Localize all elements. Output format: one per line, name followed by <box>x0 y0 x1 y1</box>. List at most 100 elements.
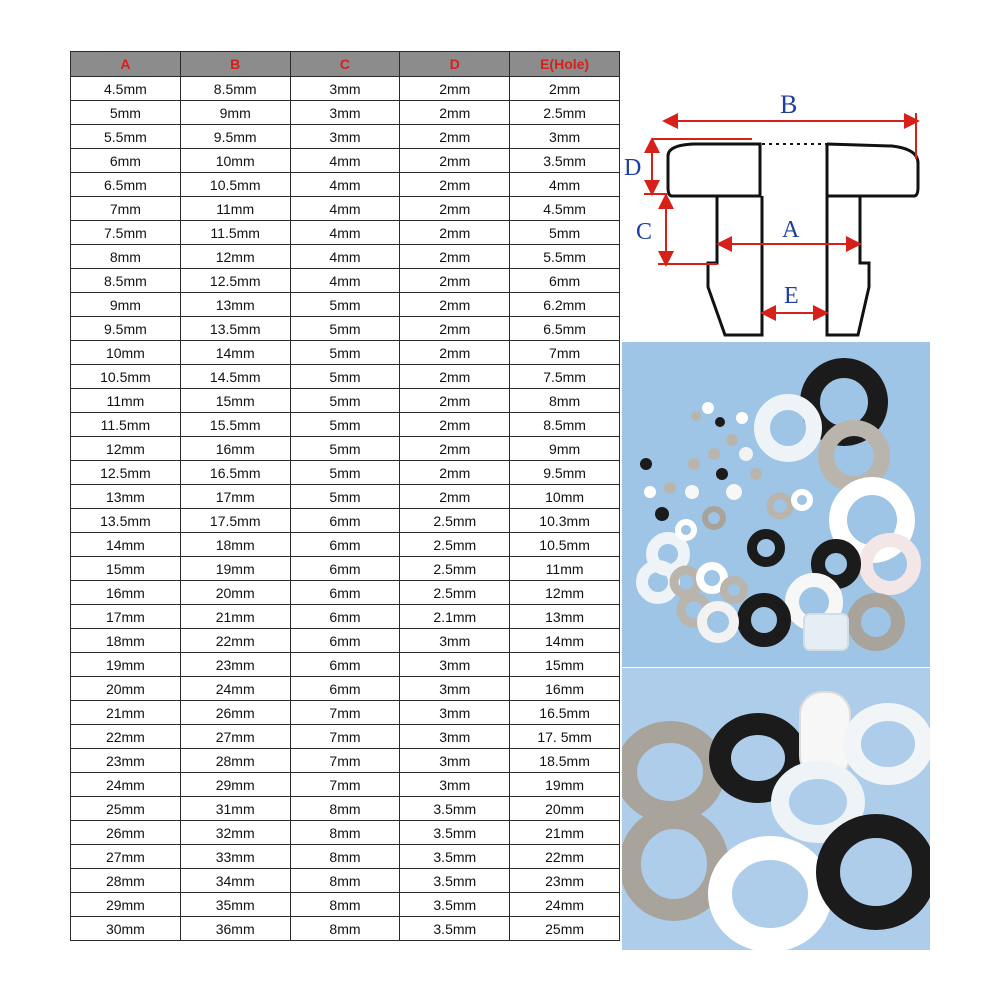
table-cell: 17mm <box>70 604 181 629</box>
table-cell: 2mm <box>399 292 511 317</box>
table-cell: 2mm <box>399 412 511 437</box>
table-cell: 8mm <box>289 892 401 917</box>
table-cell: 11mm <box>509 556 620 581</box>
table-cell: 4mm <box>289 172 401 197</box>
assortment-photo-svg <box>622 342 930 667</box>
table-cell: 14mm <box>179 340 291 365</box>
table-cell: 8mm <box>289 796 401 821</box>
table-cell: 3.5mm <box>509 148 620 173</box>
table-cell: 6.2mm <box>509 292 620 317</box>
grommet-clear-upper <box>843 703 933 785</box>
table-cell: 7mm <box>289 748 401 773</box>
table-cell: 7mm <box>70 196 181 221</box>
table-cell: 10.3mm <box>509 508 620 533</box>
grommet-white-lower <box>708 836 832 952</box>
table-cell: 2mm <box>399 340 511 365</box>
table-cell: 6.5mm <box>70 172 181 197</box>
table-cell: 5mm <box>509 220 620 245</box>
table-cell: 28mm <box>179 748 291 773</box>
column-header-c: C <box>289 51 401 77</box>
grommet-white-tiny-6 <box>726 484 742 500</box>
table-cell: 3mm <box>399 676 511 701</box>
table-cell: 6mm <box>289 556 401 581</box>
table-cell: 22mm <box>509 844 620 869</box>
column-header-d: D <box>399 51 511 77</box>
table-cell: 18.5mm <box>509 748 620 773</box>
table-cell: 29mm <box>70 892 181 917</box>
table-cell: 8.5mm <box>70 268 181 293</box>
table-cell: 7mm <box>289 772 401 797</box>
grommet-white-tiny-5 <box>739 447 753 461</box>
table-cell: 23mm <box>70 748 181 773</box>
table-cell: 12mm <box>179 244 291 269</box>
table-cell: 12mm <box>70 436 181 461</box>
table-cell: 7.5mm <box>70 220 181 245</box>
table-cell: 2mm <box>399 364 511 389</box>
grommet-clear-small-3 <box>697 601 739 643</box>
grommet-right-profile <box>825 142 920 198</box>
table-cell: 6mm <box>289 628 401 653</box>
table-cell: 16.5mm <box>509 700 620 725</box>
table-cell: 2mm <box>399 388 511 413</box>
table-cell: 16mm <box>179 436 291 461</box>
table-cell: 10mm <box>179 148 291 173</box>
table-cell: 23mm <box>179 652 291 677</box>
table-cell: 3mm <box>289 76 401 101</box>
grommet-grey-tiny-6 <box>708 448 720 460</box>
table-cell: 9.5mm <box>70 316 181 341</box>
table-cell: 2.5mm <box>399 532 511 557</box>
table-cell: 19mm <box>179 556 291 581</box>
table-cell: 24mm <box>70 772 181 797</box>
grommet-closeup-photo <box>615 668 936 952</box>
table-cell: 13.5mm <box>179 316 291 341</box>
table-cell: 20mm <box>70 676 181 701</box>
grommet-grey-tiny-2 <box>688 458 700 470</box>
dimension-d-label: D <box>624 155 641 181</box>
table-cell: 8mm <box>289 844 401 869</box>
table-cell: 7mm <box>289 724 401 749</box>
table-cell: 6mm <box>289 676 401 701</box>
table-cell: 15mm <box>70 556 181 581</box>
table-cell: 35mm <box>179 892 291 917</box>
closeup-photo-svg <box>615 668 936 952</box>
table-cell: 5mm <box>289 436 401 461</box>
table-cell: 14mm <box>509 628 620 653</box>
table-cell: 3.5mm <box>399 796 511 821</box>
table-cell: 12.5mm <box>70 460 181 485</box>
table-cell: 16mm <box>509 676 620 701</box>
grommet-assortment-photo <box>622 342 930 667</box>
grommet-black-tiny-2 <box>655 507 669 521</box>
table-cell: 21mm <box>70 700 181 725</box>
table-cell: 2mm <box>399 244 511 269</box>
table-cell: 6.5mm <box>509 316 620 341</box>
table-cell: 26mm <box>179 700 291 725</box>
table-cell: 5mm <box>289 364 401 389</box>
table-cell: 4mm <box>289 244 401 269</box>
table-cell: 2mm <box>399 172 511 197</box>
table-cell: 4mm <box>289 148 401 173</box>
table-cell: 3.5mm <box>399 892 511 917</box>
grommet-grey-small-3 <box>720 576 748 604</box>
table-cell: 4mm <box>509 172 620 197</box>
table-cell: 21mm <box>179 604 291 629</box>
grommet-white-tiny-7 <box>675 519 697 541</box>
table-cell: 20mm <box>179 580 291 605</box>
table-cell: 20mm <box>509 796 620 821</box>
table-cell: 2.5mm <box>399 508 511 533</box>
table-cell: 2.5mm <box>399 580 511 605</box>
table-cell: 2mm <box>399 196 511 221</box>
table-cell: 26mm <box>70 820 181 845</box>
table-cell: 3mm <box>399 724 511 749</box>
grommet-clear-center <box>771 761 865 843</box>
table-cell: 6mm <box>289 508 401 533</box>
table-cell: 2mm <box>399 268 511 293</box>
table-cell: 8.5mm <box>179 76 291 101</box>
